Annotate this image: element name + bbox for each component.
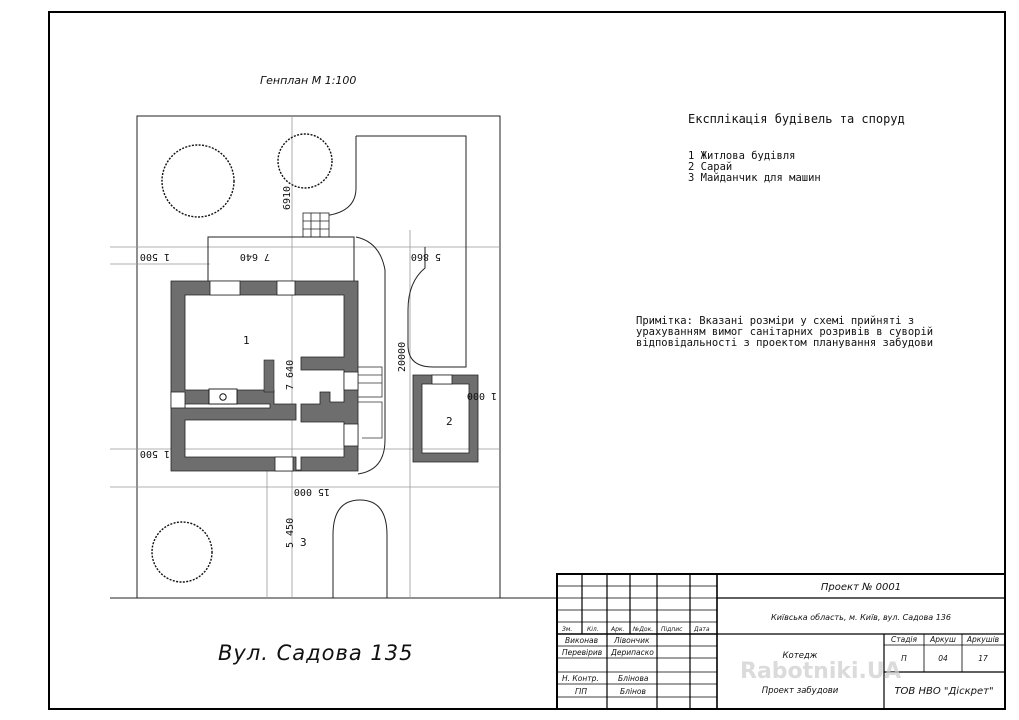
porch-steps	[355, 366, 383, 439]
stove-icon	[208, 388, 238, 405]
parking-arch	[332, 499, 388, 598]
dim-6910: 6910	[282, 186, 293, 210]
tb-project: Проект № 0001	[821, 582, 901, 593]
tb-name-4: Блінова	[618, 674, 649, 683]
tb-role-2: Перевірив	[562, 648, 602, 657]
label-parking: 3	[300, 536, 307, 549]
tb-col-ark: Арк.	[610, 626, 625, 633]
tb-role-4: Н. Контр.	[562, 674, 599, 683]
note-line-3: відповідальності з проектом планування з…	[636, 337, 934, 349]
walkway-outline	[355, 236, 386, 475]
tb-sheet-h: Аркуш	[929, 635, 956, 644]
tree-icon	[161, 144, 235, 218]
terrace-outline	[207, 236, 355, 282]
sheet-frame	[48, 11, 1006, 710]
tb-name-5: Блінов	[620, 687, 646, 696]
dim-1000: 1 000	[467, 390, 497, 401]
sheet-title: Генплан М 1:100	[260, 74, 356, 87]
tb-sheets-v: 17	[978, 654, 988, 663]
legend-title: Експлікація будівель та споруд	[688, 112, 905, 126]
dim-1500-top: 1 500	[140, 251, 170, 262]
legend-item-2: 2 Сарай	[688, 161, 733, 173]
dim-5860: 5 860	[411, 251, 441, 262]
dim-5450: 5 450	[285, 518, 296, 548]
dim-7640-mid: 7 640	[285, 360, 296, 390]
tb-sheet-v: 04	[938, 654, 948, 663]
dim-1500-bottom: 1 500	[140, 448, 170, 459]
street-label: Вул. Садова 135	[218, 641, 414, 665]
tb-col-data: Дата	[693, 626, 710, 633]
legend-item-1: 1 Житлова будівля	[688, 150, 796, 162]
tb-sheet-name: Проект забудови	[762, 686, 839, 696]
label-shed: 2	[446, 415, 453, 428]
dim-15000: 15 000	[294, 486, 330, 497]
shed-building	[412, 374, 479, 463]
tb-object: Котедж	[783, 651, 818, 661]
note-line-1: Примітка: Вказані розміри у схемі прийня…	[636, 315, 915, 327]
note-line-2: урахуванням вимог санітарних розривів в …	[636, 326, 934, 338]
tb-address: Київська область, м. Київ, вул. Садова 1…	[771, 613, 951, 622]
dim-7640-top: 7 640	[240, 251, 270, 262]
tb-sheets-h: Аркушів	[966, 635, 999, 644]
tb-role-5: ГІП	[575, 687, 587, 696]
tb-col-pidpys: Підпис	[661, 626, 683, 633]
tb-name-2: Дерипаско	[610, 648, 654, 657]
yard-outline	[318, 135, 467, 368]
tree-icon	[277, 133, 333, 189]
watermark: Rabotniki.UA	[740, 659, 901, 684]
entrance-steps	[302, 212, 330, 238]
legend-item-3: 3 Майданчик для машин	[688, 172, 821, 184]
tb-col-zm: Зм.	[562, 626, 572, 633]
tb-role-1: Виконав	[565, 636, 598, 645]
house-building	[170, 280, 359, 472]
tb-stage-v: П	[901, 654, 907, 663]
title-block	[556, 573, 1006, 710]
tb-stage-h: Стадія	[891, 635, 917, 644]
tb-name-1: Лівончик	[613, 636, 650, 645]
tb-col-ndok: №Док.	[632, 626, 653, 633]
tb-col-kil: Кіл.	[587, 626, 599, 633]
tb-company: ТОВ НВО "Діскрет"	[894, 685, 993, 697]
dim-20000: 20000	[397, 342, 408, 372]
label-house: 1	[243, 334, 250, 347]
tree-icon	[151, 521, 213, 583]
